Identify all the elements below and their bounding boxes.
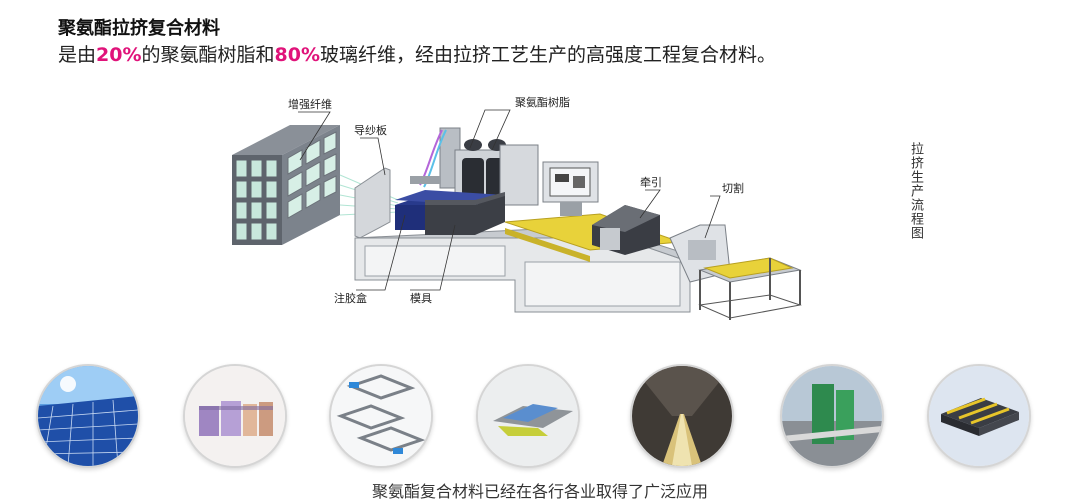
subtitle-mid1: 的聚氨酯树脂和: [141, 44, 275, 66]
puller-unit: [592, 205, 660, 255]
flowchart-side-title: 拉挤生产流程图: [908, 142, 923, 240]
label-cut: 切割: [722, 181, 744, 195]
output-rack: [698, 257, 802, 320]
label-mold: 模具: [410, 292, 432, 305]
label-fiber: 增强纤维: [288, 97, 332, 111]
guide-plate: [354, 167, 391, 239]
page-title: 聚氨酯拉挤复合材料: [58, 18, 220, 39]
applications-caption: 聚氨酯复合材料已经在各行各业取得了广泛应用: [371, 482, 708, 501]
subtitle-mid2: 玻璃纤维，经由拉挤工艺生产的高强度工程复合材料。: [320, 44, 777, 66]
cable-tray-icon: [476, 364, 580, 468]
control-monitor: [542, 161, 599, 216]
callout-lines: [298, 109, 721, 291]
frame-structure-icon: [329, 364, 433, 468]
tunnel-channel-icon: [630, 364, 734, 468]
pallet-icon: [927, 364, 1031, 468]
page-subtitle: 是由20%的聚氨酯树脂和80%玻璃纤维，经由拉挤工艺生产的高强度工程复合材料。: [58, 40, 776, 67]
resin-percent: 20%: [96, 44, 142, 66]
fiber-rack: [232, 125, 340, 245]
label-pull: 牵引: [640, 175, 662, 189]
fiber-percent: 80%: [274, 44, 320, 66]
highway-barrier-icon: [780, 364, 884, 468]
subtitle-prefix: 是由: [58, 44, 97, 66]
pultrusion-process-diagram: 增强纤维 导纱板 聚氨酯树脂 牵引 切割 注胶盒 模具: [232, 95, 802, 320]
profile-beams-icon: [183, 364, 287, 468]
mold-assembly: [395, 190, 505, 235]
solar-panel-icon: [36, 364, 140, 468]
label-resin: 聚氨酯树脂: [515, 95, 570, 109]
label-guide: 导纱板: [354, 123, 387, 137]
label-inject: 注胶盒: [334, 291, 367, 305]
